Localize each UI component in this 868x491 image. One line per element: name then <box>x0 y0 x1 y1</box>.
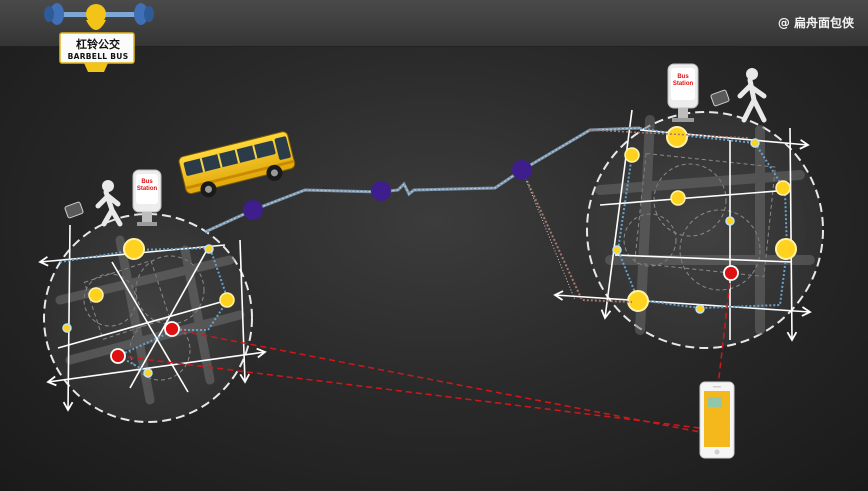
bus-icon <box>178 131 296 198</box>
left-local-route <box>59 246 230 373</box>
author-credit: @ 扁舟面包侠 <box>777 16 854 30</box>
left-service-zone <box>38 213 267 423</box>
walking-person-icon <box>710 68 767 123</box>
trunk-line <box>204 126 751 303</box>
stop-yellow-small <box>695 304 705 314</box>
smartphone-icon <box>699 381 735 459</box>
stop-yellow-small <box>143 368 153 378</box>
stop-yellow-small <box>612 245 622 255</box>
left-station-sign-label: Bus Station <box>136 179 158 192</box>
barbell-logo-icon <box>44 3 154 72</box>
stop-yellow-small <box>62 323 72 333</box>
stop-yellow-small <box>725 216 735 226</box>
trunk-route <box>204 126 641 234</box>
stop-yellow-small <box>750 138 760 148</box>
right-local-route <box>616 127 789 310</box>
stop-yellow <box>123 238 145 260</box>
right-zone-boundary <box>586 111 824 349</box>
left-bus-station-sign <box>132 169 162 226</box>
left-zone-stops <box>62 238 235 378</box>
right-service-zone <box>553 109 824 349</box>
stop-yellow <box>666 126 688 148</box>
right-zone-stops <box>612 126 797 314</box>
trunk-node <box>243 200 263 220</box>
stop-yellow-small <box>204 244 214 254</box>
phone-request-links <box>117 272 732 433</box>
logo-title-cn: 杠铃公交 <box>76 38 120 51</box>
stop-yellow <box>624 147 640 163</box>
branch-route <box>521 169 633 303</box>
briefcase-icon <box>710 89 730 107</box>
briefcase-icon <box>64 201 84 219</box>
left-zone-axes <box>38 224 267 412</box>
stop-yellow <box>775 180 791 196</box>
stop-yellow <box>88 287 104 303</box>
right-bus-station-sign <box>667 63 699 122</box>
walking-person-icon <box>64 180 123 227</box>
right-station-sign-label: Bus Station <box>672 74 694 87</box>
trunk-node <box>371 181 391 201</box>
stop-yellow <box>775 238 797 260</box>
logo-title-en: BARBELL BUS <box>67 52 129 61</box>
trunk-node <box>512 160 532 180</box>
stop-yellow <box>670 190 686 206</box>
stop-yellow <box>219 292 235 308</box>
